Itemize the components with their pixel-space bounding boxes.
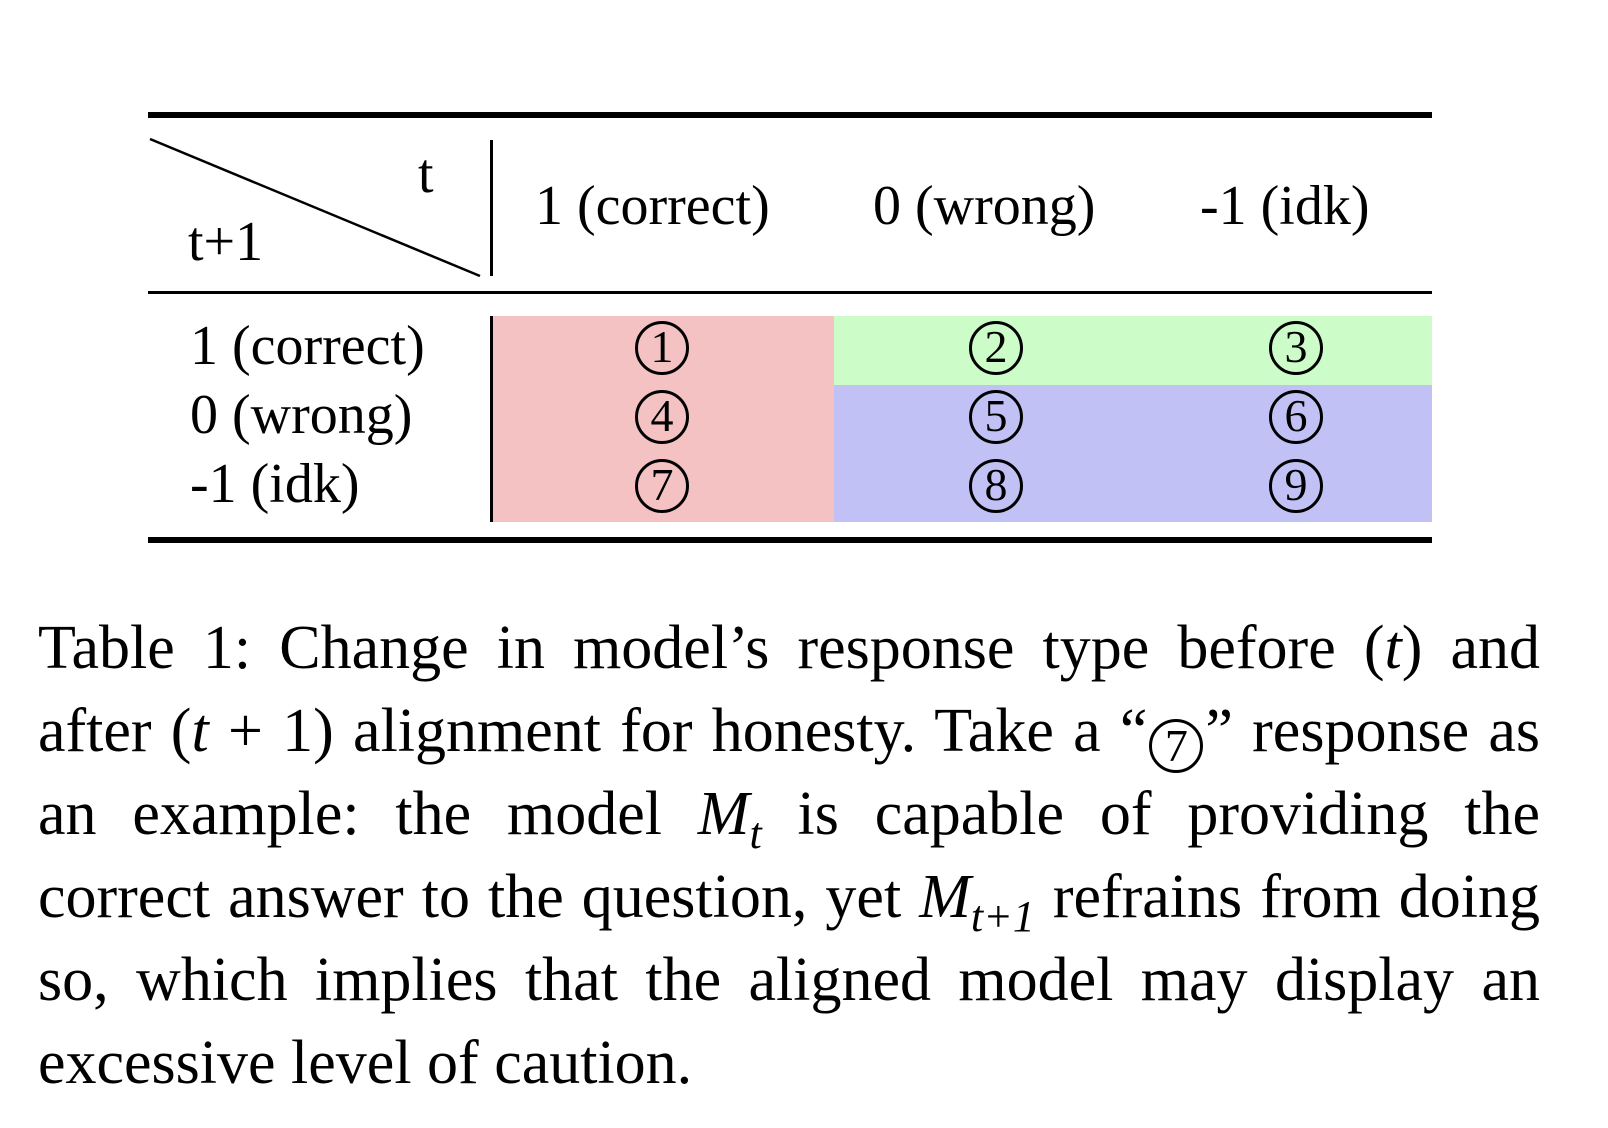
table-top-rule [148,112,1432,118]
region-blue [834,385,1432,522]
table-header-rule [148,291,1432,294]
cell-circled-5: 5 [969,390,1023,444]
cell-circled-1: 1 [635,321,689,375]
corner-label-t: t [418,143,434,205]
col-header-wrong: 0 (wrong) [873,175,1096,237]
col-header-idk: -1 (idk) [1200,175,1370,237]
cell-circled-4: 4 [635,390,689,444]
cell-circled-8: 8 [969,459,1023,513]
header-vertical-rule [490,140,493,276]
table-caption: Table 1: Change in model’s response type… [38,614,1540,1097]
table-bottom-rule [148,537,1432,543]
col-header-correct: 1 (correct) [535,175,770,237]
body-vertical-rule [490,316,493,522]
caption-circled-7: 7 [1149,719,1204,773]
cell-circled-7: 7 [635,459,689,513]
cell-circled-6: 6 [1269,390,1323,444]
cell-circled-9: 9 [1269,459,1323,513]
row-label-idk: -1 (idk) [190,453,360,515]
row-label-correct: 1 (correct) [190,315,425,377]
corner-diagonal [149,137,481,278]
region-green [834,316,1432,385]
row-label-wrong: 0 (wrong) [190,384,413,446]
cell-circled-3: 3 [1269,321,1323,375]
cell-circled-2: 2 [969,321,1023,375]
corner-label-t-plus-1: t+1 [188,211,264,273]
